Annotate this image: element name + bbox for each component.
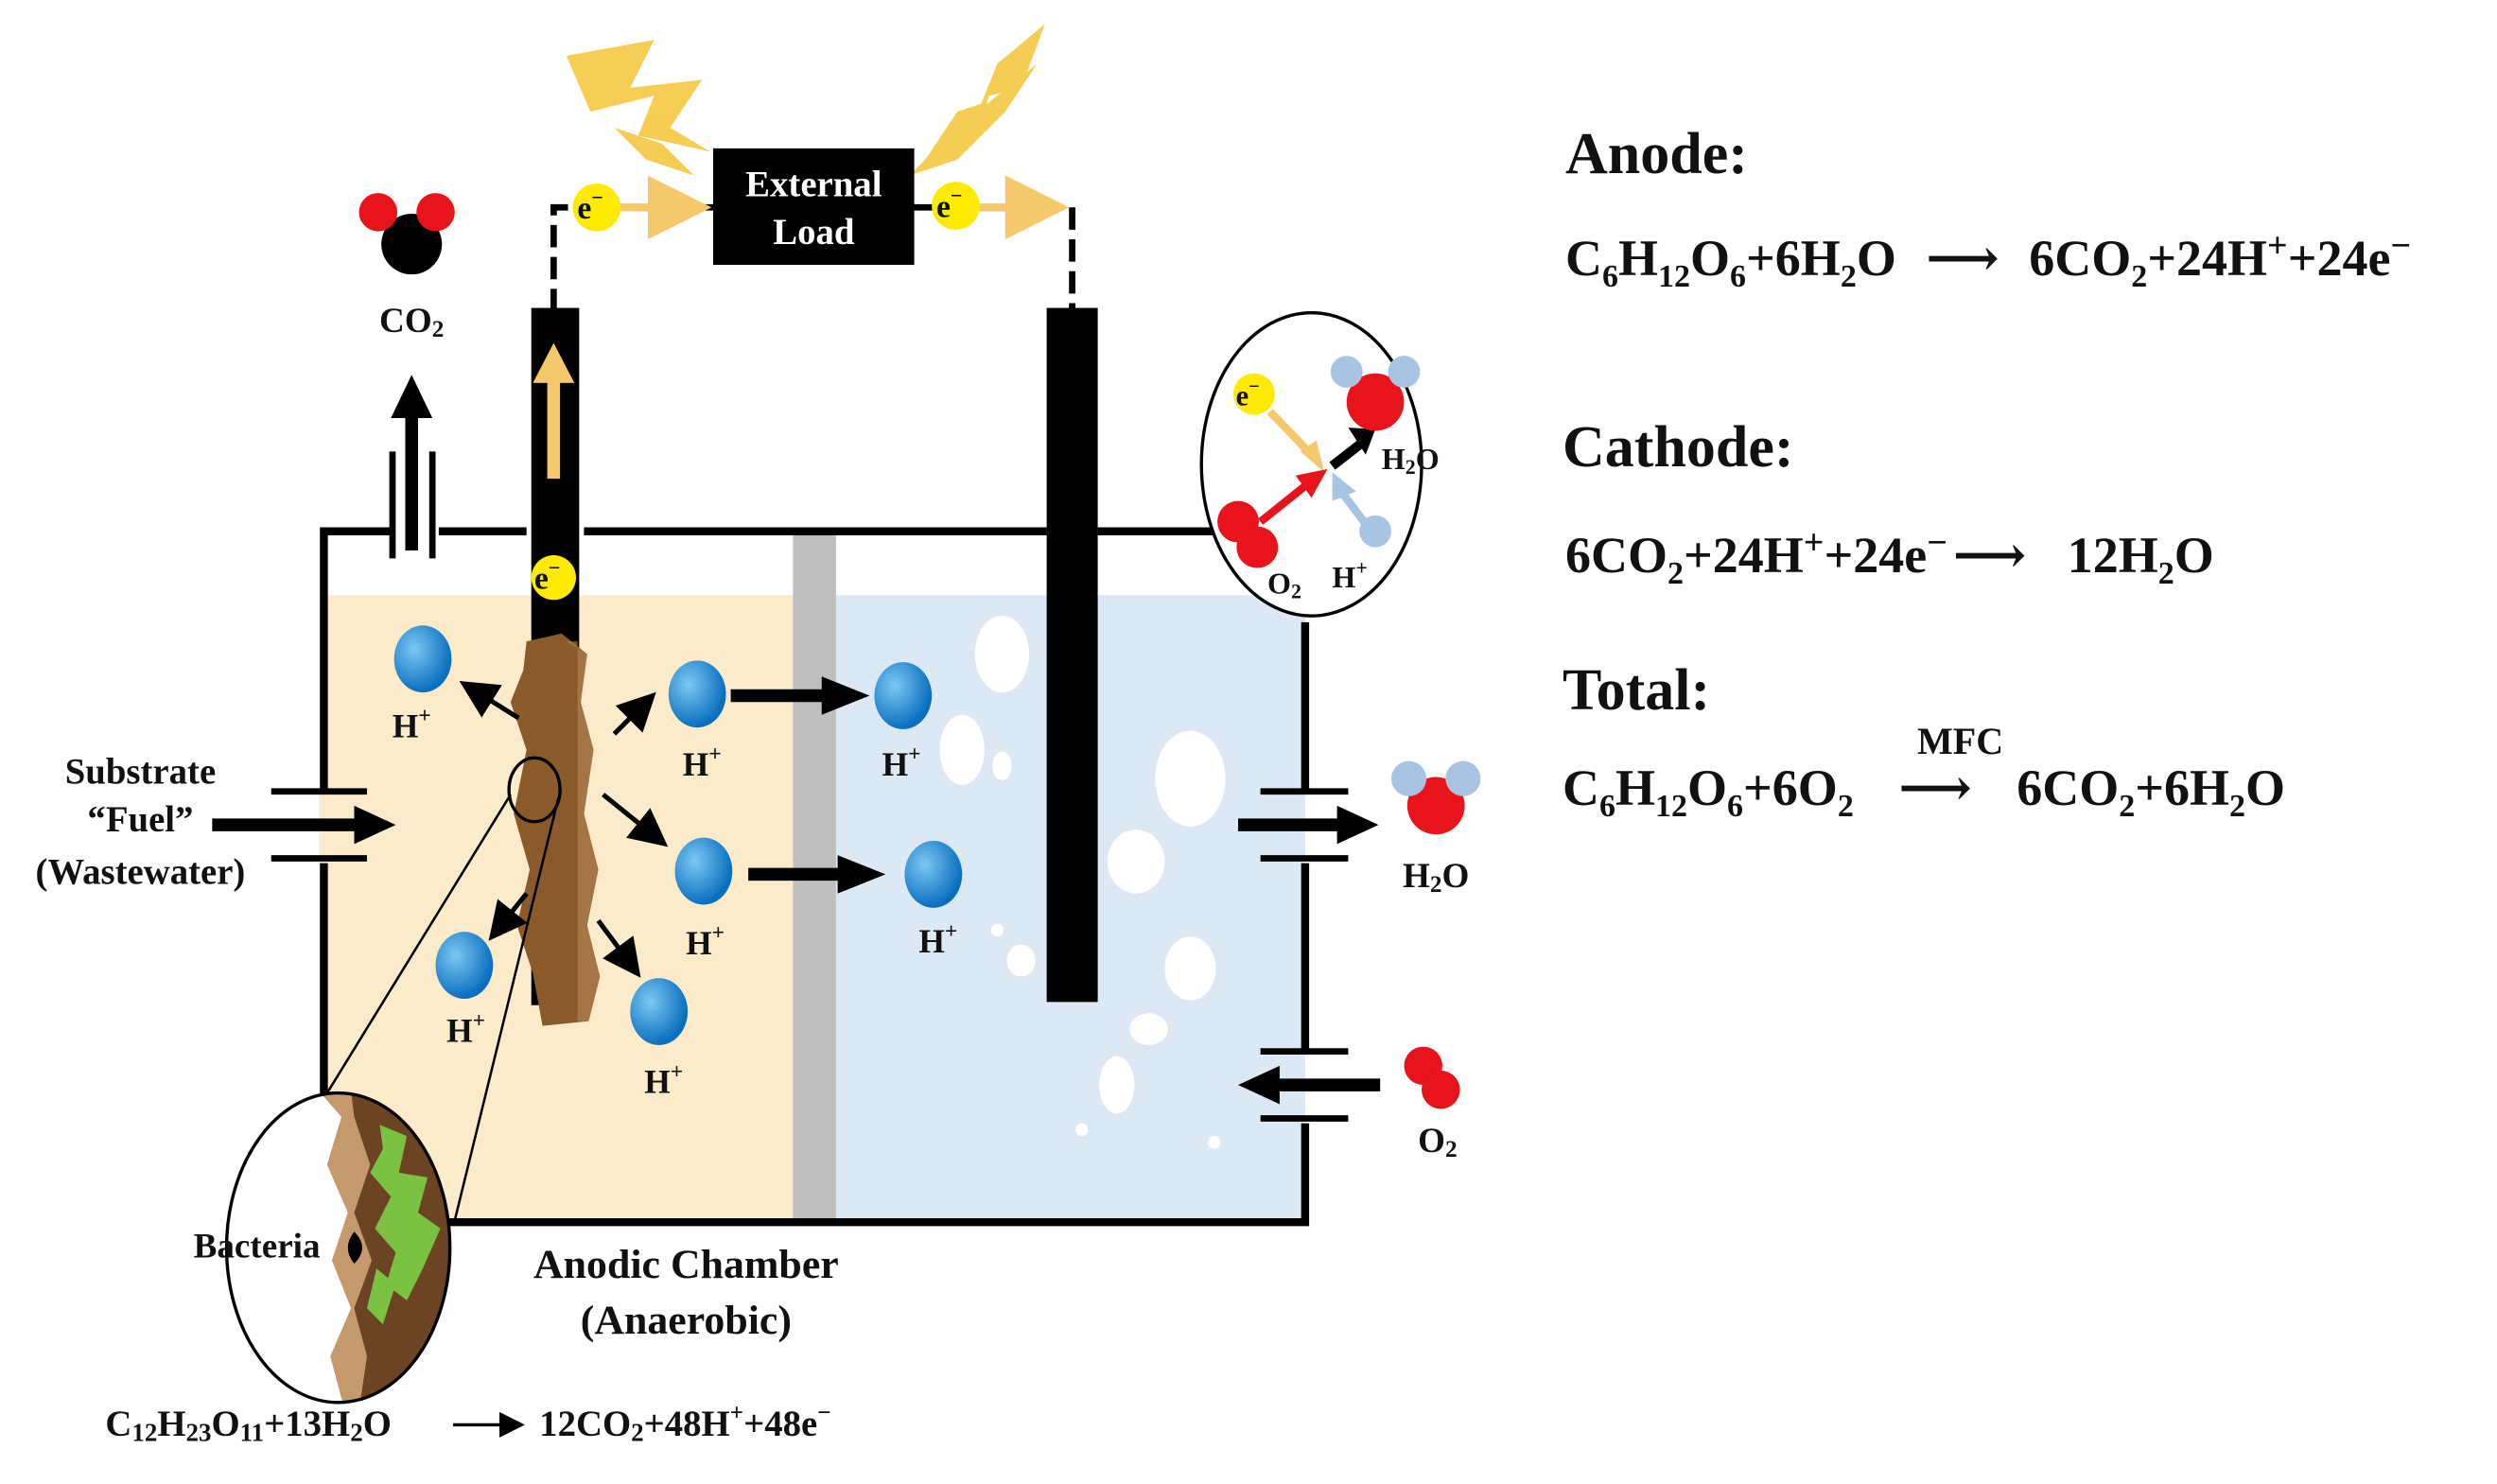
external-load-box xyxy=(713,148,915,266)
biofilm-zoom-marker xyxy=(507,756,562,824)
cathode-inset-electron: e− xyxy=(1232,373,1275,415)
bacteria-inset-border xyxy=(224,1091,452,1405)
bacteria-equation: C12H23O11+13H2O xyxy=(105,1404,392,1446)
total-equation: C6H12O6+6O2 ⟶ 6CO2+6H2O xyxy=(1563,759,2286,824)
proton-arrows xyxy=(459,681,669,978)
svg-text:e−: e− xyxy=(936,183,962,224)
cathode-title: Cathode: xyxy=(1563,415,1794,480)
svg-text:12CO2+48H++48e−: 12CO2+48H++48e− xyxy=(539,1399,830,1446)
substrate-label-line2: “Fuel” xyxy=(87,799,193,840)
co2-top-label: CO2 xyxy=(379,302,444,342)
proton-3: H+ xyxy=(674,837,733,962)
cathode-inset-water xyxy=(1330,356,1421,431)
co2-molecule-icon xyxy=(358,193,455,275)
svg-text:H+: H+ xyxy=(918,919,957,960)
proton-1: H+ xyxy=(393,625,452,744)
svg-text:e−: e− xyxy=(534,555,560,596)
chamber-label-line1: Anodic Chamber xyxy=(533,1242,839,1287)
lightning-icon-left xyxy=(566,40,710,176)
svg-text:H+: H+ xyxy=(882,742,921,783)
svg-text:H+: H+ xyxy=(683,742,722,783)
water-molecule-icon xyxy=(1390,760,1481,835)
substrate-label-line1: Substrate xyxy=(65,751,216,792)
mfc-label: MFC xyxy=(1917,720,2004,762)
membrane-transfer-arrows xyxy=(730,676,886,894)
proton-2: H+ xyxy=(668,660,726,783)
electron-icon-anode: e− xyxy=(531,555,576,601)
oxygen-inlet-pipe xyxy=(1238,1048,1381,1122)
cathode-inset-h2o: H2O xyxy=(1382,442,1440,479)
proton-5: H+ xyxy=(630,978,689,1101)
svg-text:H+: H+ xyxy=(644,1059,683,1100)
proton-7: H+ xyxy=(904,840,963,960)
svg-text:H+: H+ xyxy=(446,1008,485,1049)
electron-icon-left: e− xyxy=(572,183,621,232)
external-load-line2: Load xyxy=(773,212,855,253)
bacteria-label: Bacteria xyxy=(194,1227,321,1266)
external-load-line1: External xyxy=(745,164,882,204)
substrate-label-line3: (Wastewater) xyxy=(36,852,246,893)
svg-text:H+: H+ xyxy=(686,921,725,962)
proton-4: H+ xyxy=(435,932,494,1050)
lightning-icon-right xyxy=(909,24,1045,176)
cathode-electrode xyxy=(1046,307,1098,1003)
oxygen-bubbles xyxy=(939,616,1226,1149)
chamber-label-line2: (Anaerobic) xyxy=(581,1298,792,1343)
total-title: Total: xyxy=(1563,658,1711,723)
water-outlet-label: H2O xyxy=(1403,857,1469,898)
oxygen-inlet-label: O2 xyxy=(1418,1122,1458,1162)
co2-outlet-pipe xyxy=(389,375,436,559)
substrate-inlet-pipe xyxy=(212,788,396,862)
svg-text:H+: H+ xyxy=(393,704,431,744)
electron-icon-right: e− xyxy=(932,182,980,230)
svg-text:e−: e− xyxy=(577,185,602,226)
proton-6: H+ xyxy=(874,662,933,783)
oxygen-molecule-icon xyxy=(1404,1046,1460,1109)
anode-equation: C6H12O6+6H2O ⟶ 6CO2+24H++24e− xyxy=(1565,226,2412,294)
anode-title: Anode: xyxy=(1565,122,1748,186)
cathode-equation: 6CO2+24H++24e−⟶ 12H2O xyxy=(1565,523,2214,591)
cathode-inset-oxygen xyxy=(1217,500,1279,568)
water-outlet-pipe xyxy=(1238,788,1379,862)
